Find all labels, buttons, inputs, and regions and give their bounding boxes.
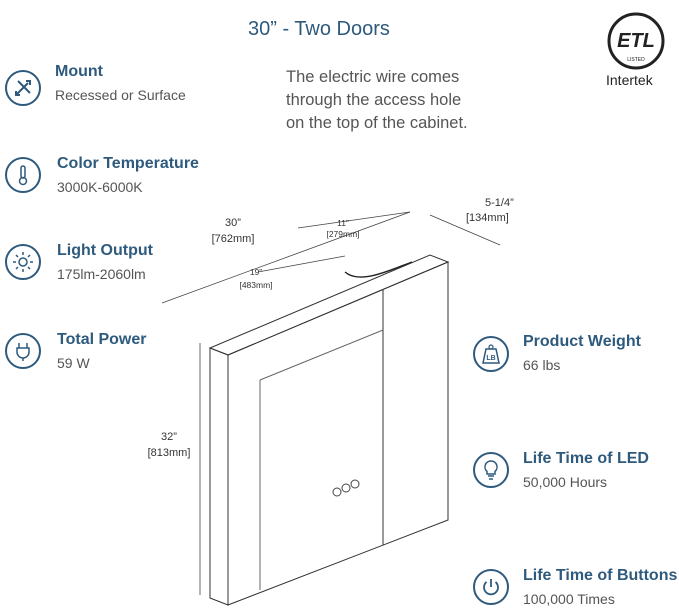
cabinet-top [208,254,450,356]
right-door-dimension-line [297,211,411,229]
spec-value-life-time-buttons: 100,000 Times [523,591,615,607]
page-title: 30” - Two Doors [248,18,390,40]
weight-icon: LB [473,336,509,372]
etl-logo-letters: ETL [617,30,655,52]
left-door-label-in: 19” [250,267,262,277]
spec-label-mount: Mount [55,63,103,80]
left-door-dimension-line [257,255,346,273]
height-label-mm: [813mm] [148,447,191,459]
spec-label-total-power: Total Power [57,331,147,348]
depth-dimension-line [429,214,501,246]
spec-value-light-output: 175lm-2060lm [57,266,146,282]
right-door-label-in: 11” [337,218,349,228]
left-door-label-mm: [483mm] [239,280,272,290]
spec-label-life-time-buttons: Life Time of Buttons [523,567,678,584]
plug-icon [5,333,41,369]
electric-wire [344,261,413,278]
cabinet-side [209,347,229,606]
wire-note: The electric wire comes through the acce… [286,66,468,135]
certification-text: Intertek [606,72,653,88]
spec-value-mount: Recessed or Surface [55,87,186,103]
width-dimension-line [161,211,411,304]
sun-icon [5,244,41,280]
wire-note-line: on the top of the cabinet. [286,114,468,132]
control-buttons [332,479,360,497]
cabinet-front [227,261,449,606]
width-label-mm: [762mm] [212,233,255,245]
spec-label-product-weight: Product Weight [523,333,641,350]
bulb-icon [473,452,509,488]
wire-note-line: through the access hole [286,91,462,109]
height-label-in: 32” [161,431,177,443]
spec-value-life-time-led: 50,000 Hours [523,474,608,490]
spec-label-color-temperature: Color Temperature [57,155,199,172]
spec-value-color-temperature: 3000K-6000K [57,179,143,195]
depth-label-mm: [134mm] [466,212,509,224]
tools-icon [5,70,41,106]
spec-label-light-output: Light Output [57,242,153,259]
thermometer-icon [5,157,41,193]
etl-logo: ETL LISTED [606,11,666,71]
etl-logo-subtext: LISTED [627,57,645,63]
wire-note-line: The electric wire comes [286,68,460,86]
depth-label-in: 5-1/4” [485,197,514,209]
spec-label-life-time-led: Life Time of LED [523,450,649,467]
weight-icon-text: LB [486,355,495,362]
right-door-label-mm: [279mm] [326,229,359,239]
power-icon [473,569,509,605]
spec-value-total-power: 59 W [57,355,90,371]
spec-value-product-weight: 66 lbs [523,357,561,373]
width-label-in: 30” [225,217,241,229]
